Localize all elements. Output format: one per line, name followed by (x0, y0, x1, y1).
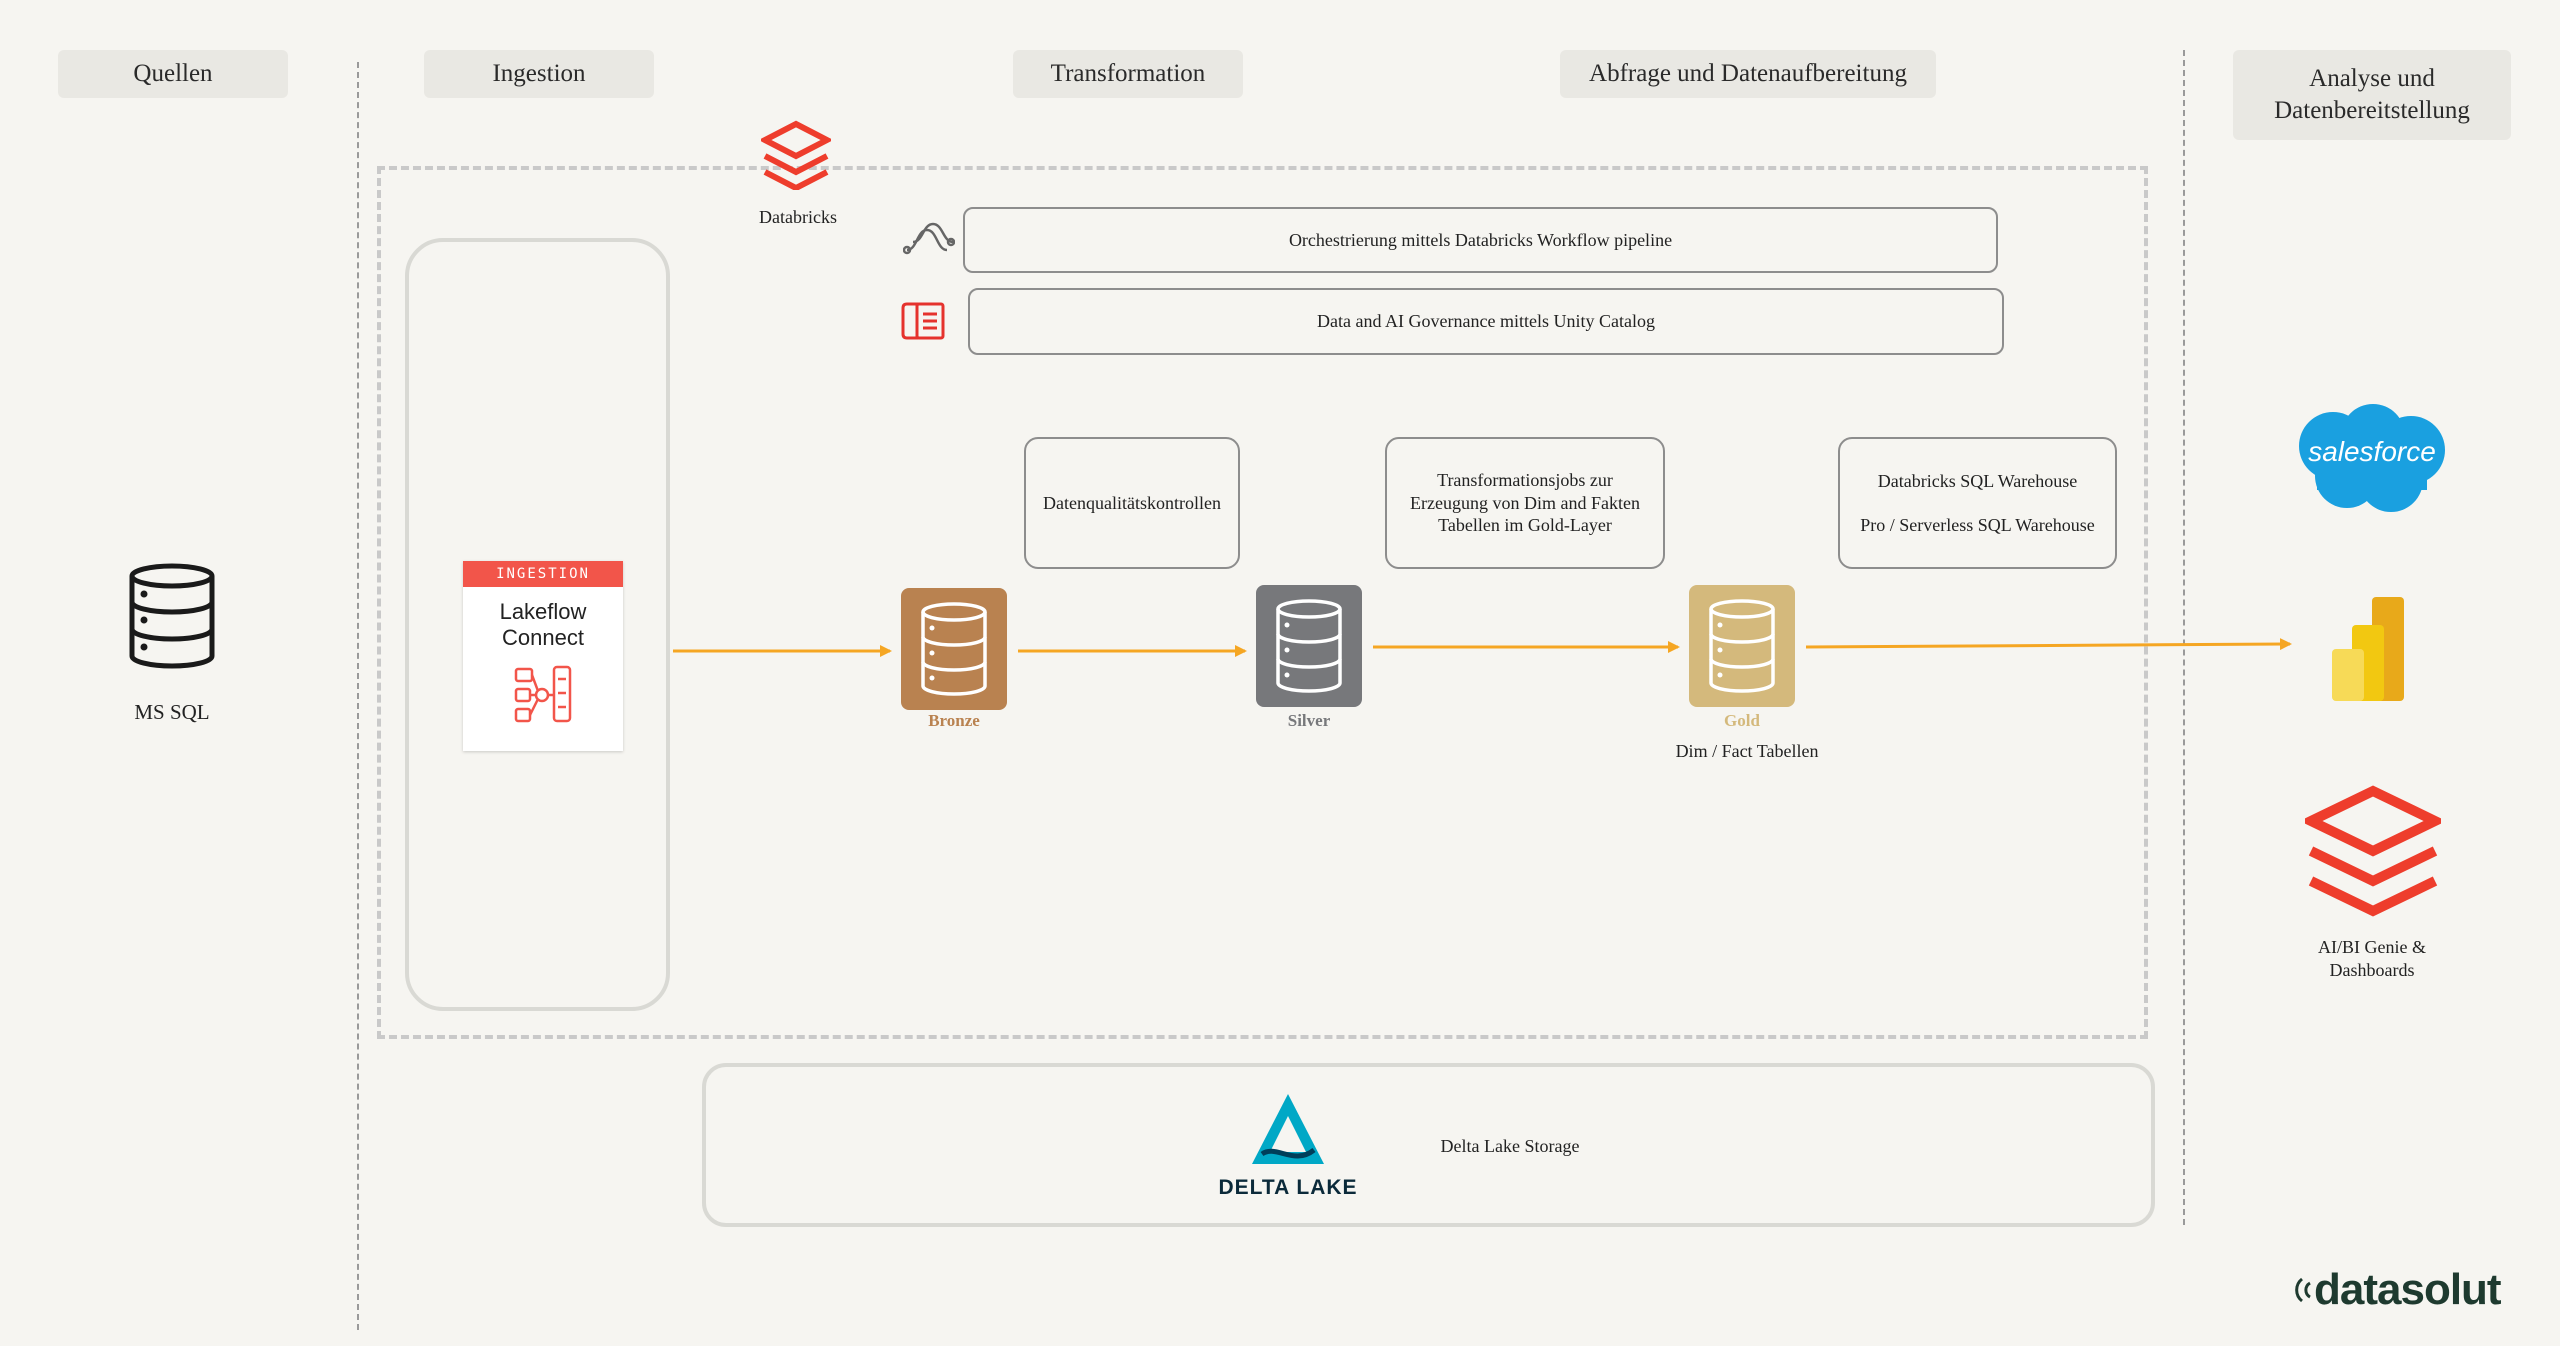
database-icon (126, 562, 218, 672)
separator-right (2183, 50, 2185, 1225)
orchestration-bar: Orchestrierung mittels Databricks Workfl… (963, 207, 1998, 273)
databricks-genie-icon (2299, 783, 2447, 923)
phase-header-sources: Quellen (58, 50, 288, 98)
power-bi-icon (2328, 595, 2412, 703)
unity-catalog-icon (901, 300, 947, 342)
salesforce-logo-text: salesforce (2308, 436, 2436, 467)
datasolut-brand-text: datasolut (2314, 1265, 2502, 1314)
silver-label: Silver (1287, 711, 1331, 730)
transformation-jobs-note: Transformationsjobs zur Erzeugung von Di… (1385, 437, 1665, 569)
lakeflow-connector-icon (512, 663, 574, 725)
databricks-logo-icon (758, 118, 834, 192)
arrow-gold-to-consumers (1805, 638, 2292, 651)
delta-lake-logo-text: DELTA LAKE (1218, 1176, 1358, 1199)
sql-warehouse-note: Databricks SQL Warehouse Pro / Serverles… (1838, 437, 2117, 569)
silver-database-icon (1276, 599, 1342, 693)
source-label: MS SQL (134, 700, 210, 724)
genie-label-line2: Dashboards (2329, 960, 2415, 981)
quality-checks-note: Datenqualitätskontrollen (1024, 437, 1240, 569)
ingestion-container (405, 238, 670, 1011)
gold-layer-tile (1689, 585, 1795, 707)
databricks-label: Databricks (759, 207, 837, 227)
phase-header-query: Abfrage und Datenaufbereitung (1560, 50, 1936, 98)
ingestion-badge: INGESTION (463, 561, 623, 587)
silver-layer-tile (1256, 585, 1362, 707)
bronze-database-icon (921, 602, 987, 696)
gold-sublabel: Dim / Fact Tabellen (1675, 741, 1819, 761)
separator-left (357, 62, 359, 1330)
phase-header-transformation: Transformation (1013, 50, 1243, 98)
genie-label: AI/BI Genie & Dashboards (2290, 936, 2454, 983)
gold-database-icon (1709, 599, 1775, 693)
genie-label-line1: AI/BI Genie & (2318, 937, 2426, 957)
databricks-platform-container (377, 166, 2148, 1039)
delta-lake-logo-icon (1248, 1090, 1328, 1170)
bronze-label: Bronze (928, 711, 980, 730)
bronze-layer-tile (901, 588, 1007, 710)
datasolut-brand: datasolut (2290, 1260, 2520, 1320)
governance-bar: Data and AI Governance mittels Unity Cat… (968, 288, 2004, 355)
delta-lake-storage-label: Delta Lake Storage (1440, 1136, 1580, 1156)
datasolut-logo-icon (2295, 1277, 2311, 1303)
lakeflow-title-line2: Connect (502, 625, 584, 650)
phase-header-analysis: Analyse und Datenbereitstellung (2233, 50, 2511, 140)
phase-header-ingestion: Ingestion (424, 50, 654, 98)
salesforce-logo: salesforce (2287, 400, 2457, 516)
gold-label: Gold (1724, 711, 1760, 730)
lakeflow-title-line1: Lakeflow (499, 599, 587, 624)
delta-lake-storage-container (702, 1063, 2155, 1227)
workflow-icon (902, 220, 956, 260)
lakeflow-connect-card: INGESTION Lakeflow Connect (463, 561, 623, 751)
